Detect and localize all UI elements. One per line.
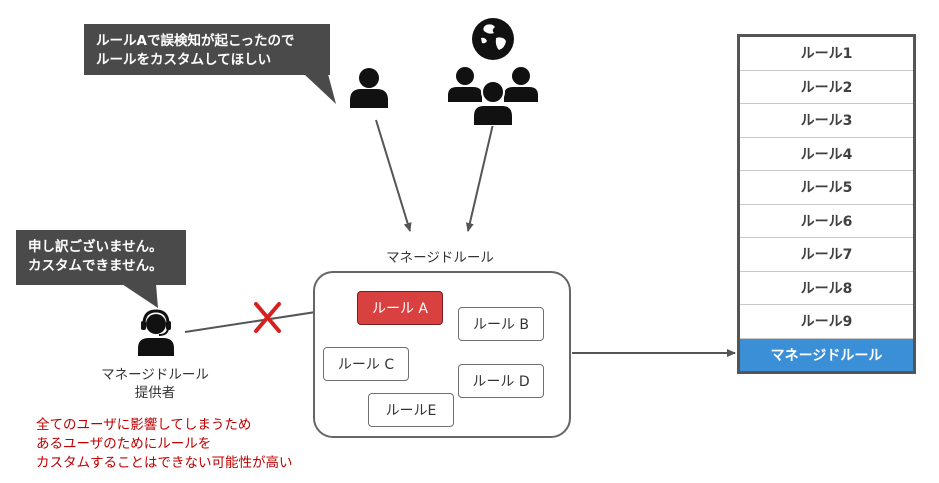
warning-line: カスタムすることはできない可能性が高い	[36, 455, 293, 471]
callout-line: ルールをカスタムしてほしい	[96, 52, 272, 68]
rule-list-item[interactable]: ルール6	[740, 205, 913, 238]
user-icon	[350, 68, 388, 108]
provider-label-line1: マネージドルール	[101, 367, 209, 383]
provider-reply-callout: 申し訳ございません。 カスタムできません。	[16, 230, 186, 308]
globe-icon	[472, 18, 514, 60]
provider-label: マネージドルール 提供者	[82, 366, 228, 402]
rule-b-box[interactable]: ルール B	[458, 307, 544, 341]
rule-list-item-managed[interactable]: マネージドルール	[740, 338, 913, 371]
rule-list-item[interactable]: ルール9	[740, 305, 913, 339]
callout-line: ルールAで誤検知が起こったので	[96, 33, 295, 49]
callout-line: カスタムできません。	[28, 258, 163, 274]
rule-list-item[interactable]: ルール8	[740, 272, 913, 305]
warning-note: 全てのユーザに影響してしまうため あるユーザのためにルールを カスタムすることは…	[36, 416, 356, 473]
callout-tail	[122, 284, 158, 308]
rule-c-box[interactable]: ルール C	[323, 347, 409, 381]
rule-list-item[interactable]: ルール2	[740, 71, 913, 104]
rule-a-box[interactable]: ルール A	[357, 291, 443, 325]
rule-e-box[interactable]: ルールE	[368, 393, 454, 427]
warning-line: あるユーザのためにルールを	[36, 436, 212, 452]
provider-label-line2: 提供者	[134, 385, 176, 401]
warning-line: 全てのユーザに影響してしまうため	[36, 417, 252, 433]
callout-line: 申し訳ございません。	[28, 239, 163, 255]
user-group-icon	[448, 67, 538, 126]
rule-list-item[interactable]: ルール3	[740, 104, 913, 138]
rule-list-item[interactable]: ルール4	[740, 138, 913, 171]
managed-group-title: マネージドルール	[386, 250, 494, 266]
reject-cross-icon	[254, 302, 281, 333]
rule-list-item[interactable]: ルール5	[740, 171, 913, 205]
rule-list: ルール1 ルール2 ルール3 ルール4 ルール5 ルール6 ルール7 ルール8 …	[737, 34, 916, 374]
customer-request-callout: ルールAで誤検知が起こったので ルールをカスタムしてほしい	[84, 24, 336, 104]
arrow-users-to-group	[465, 123, 494, 232]
rule-list-item[interactable]: ルール7	[740, 238, 913, 272]
rule-d-box[interactable]: ルール D	[458, 364, 544, 398]
rule-list-item[interactable]: ルール1	[740, 37, 913, 71]
arrow-user-to-group	[375, 119, 412, 232]
headset-agent-icon	[138, 309, 174, 356]
callout-tail	[304, 74, 336, 104]
